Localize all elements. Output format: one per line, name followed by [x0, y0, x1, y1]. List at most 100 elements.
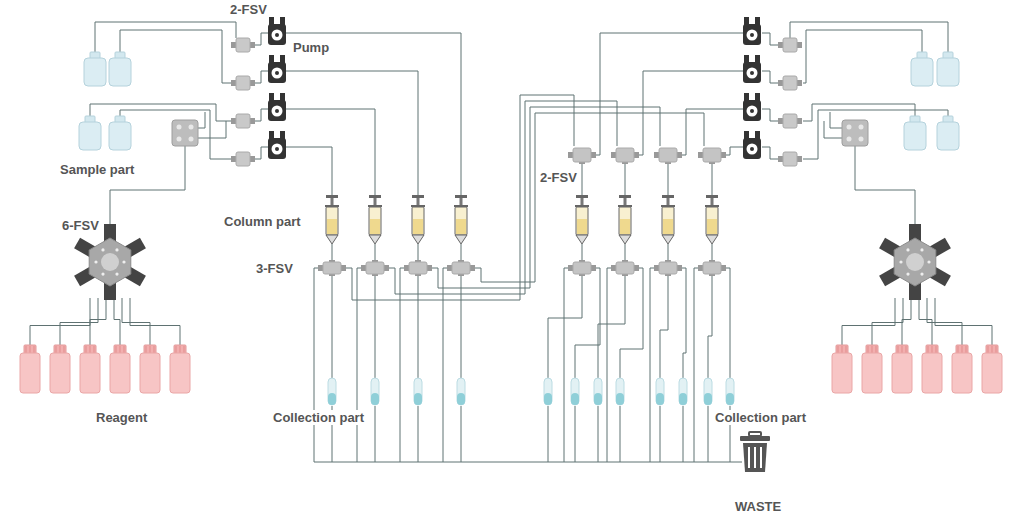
tubing-line: [418, 244, 419, 260]
column-barrel: [576, 207, 588, 235]
pump-symbol: [268, 55, 286, 83]
tubing-line: [639, 71, 743, 155]
two-way-valve: [231, 38, 255, 52]
tubing-line: [668, 244, 669, 260]
tubing-line: [582, 164, 583, 195]
tubing-line: [694, 268, 698, 462]
valve-body: [236, 114, 250, 128]
cap-ridge: [184, 346, 185, 353]
cap-ridge: [936, 346, 937, 353]
selector-port: [859, 137, 864, 142]
tubing-line: [872, 298, 903, 345]
bottle-body: [84, 58, 106, 86]
waste-bin: [740, 432, 770, 472]
cap-ridge: [64, 346, 65, 353]
valve-port: [920, 273, 923, 276]
pump-prong: [744, 93, 749, 101]
tubing-line: [443, 268, 447, 462]
reagent-bottle: [952, 345, 972, 393]
cap-ridge: [958, 346, 959, 353]
pump-hub: [275, 71, 279, 75]
cap-ridge: [902, 346, 903, 353]
reagent-bottle: [20, 345, 40, 393]
tubing-line: [130, 298, 180, 345]
pump-symbol: [743, 17, 761, 45]
tubing-line: [790, 22, 948, 52]
pump-prong: [269, 17, 274, 25]
cap-ridge: [120, 346, 121, 353]
collection-tube: [457, 378, 465, 405]
collection-tube: [544, 378, 552, 405]
tubing-line: [418, 406, 419, 462]
pump-hub: [275, 147, 279, 151]
reagent-bottle: [110, 345, 130, 393]
tube-body: [594, 378, 602, 405]
tubing-line: [418, 276, 419, 378]
valve-body: [783, 38, 797, 52]
sample-bottle: [109, 116, 131, 150]
plunger-stem: [581, 198, 584, 206]
valve-body: [616, 148, 634, 162]
pump-hub: [275, 33, 279, 37]
tubing-line: [90, 298, 106, 345]
tube-body: [679, 378, 687, 405]
tubing-line: [375, 406, 376, 462]
tubing-line: [726, 147, 743, 155]
selector-port: [847, 125, 852, 130]
column-tip: [455, 235, 467, 244]
valve-port: [927, 260, 930, 263]
bottle-body: [904, 122, 926, 150]
tube-liquid: [457, 393, 465, 405]
tube-liquid: [594, 393, 602, 405]
tubing-line: [564, 268, 568, 462]
part-label: Column part: [222, 214, 303, 229]
part-label: 2-FSV: [538, 170, 579, 185]
selector-port: [189, 137, 194, 142]
plunger-head: [619, 195, 631, 198]
bin-lid: [740, 436, 770, 441]
pump-prong: [280, 55, 285, 63]
pump-body: [268, 24, 286, 45]
collection-tube: [656, 378, 664, 405]
collection-tube: [371, 378, 379, 405]
tubing-line: [927, 298, 962, 345]
pump-rotor: [747, 144, 758, 155]
bin-stripe: [760, 447, 762, 468]
bottle-body: [110, 353, 130, 393]
tubing-line: [461, 244, 462, 260]
collection-tube: [704, 378, 712, 405]
column-barrel: [369, 207, 381, 235]
tubing-line: [712, 244, 713, 260]
pump-rotor: [747, 68, 758, 79]
tube-body: [544, 378, 552, 405]
valve-body: [616, 262, 634, 274]
valve-body: [236, 76, 250, 90]
tube-liquid: [544, 393, 552, 405]
column-resin: [620, 219, 630, 234]
cap-ridge: [846, 346, 847, 353]
selector-port: [189, 125, 194, 130]
tubing-line: [286, 147, 332, 195]
sample-bottle: [937, 52, 959, 86]
cap-ridge: [898, 346, 899, 353]
bottle-body: [109, 122, 131, 150]
pump-prong: [744, 131, 749, 139]
cap-ridge: [838, 346, 839, 353]
cap-ridge: [176, 346, 177, 353]
pump-body: [268, 62, 286, 83]
two-way-valve: [654, 148, 682, 164]
tube-body: [726, 378, 734, 405]
three-way-valve: [654, 260, 682, 276]
column-barrel: [662, 207, 674, 235]
pump-symbol: [268, 17, 286, 45]
two-way-valve: [231, 76, 255, 90]
bottle-body: [922, 353, 942, 393]
reagent-bottle: [50, 345, 70, 393]
cap-ridge: [996, 346, 997, 353]
tubing-line: [575, 268, 600, 378]
tubing-line: [708, 276, 712, 378]
bottle-body: [50, 353, 70, 393]
bottle-body: [140, 353, 160, 393]
bottle-body: [982, 353, 1002, 393]
